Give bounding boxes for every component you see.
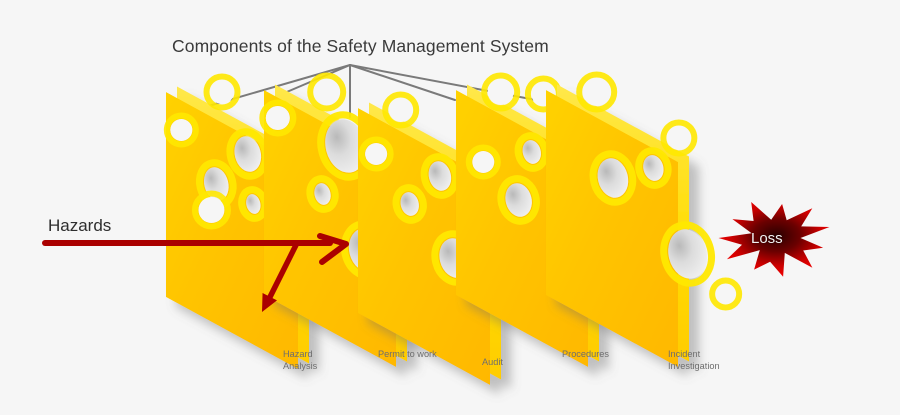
slice-label-hazard-analysis: Hazard Analysis (283, 349, 318, 371)
slice-label-permit-to-work: Permit to work (378, 349, 437, 359)
loss-burst-shape (718, 202, 830, 277)
edge-notch-glow-1 (660, 119, 698, 157)
hole-glow-1 (392, 184, 427, 224)
cheese-hole-0 (234, 136, 262, 172)
edge-notch-glow-0 (382, 91, 420, 129)
edge-notch-glow-1 (191, 190, 231, 230)
edge-notch-0 (170, 119, 193, 141)
edge-notch-1 (313, 79, 340, 105)
cheese-hole-1 (400, 192, 419, 216)
cheese-hole-0 (325, 119, 367, 173)
edge-notch-2 (210, 80, 234, 104)
edge-notch-0 (388, 98, 413, 122)
edge-notch-glow-0 (259, 99, 297, 137)
slice-label-procedures: Procedures (562, 349, 609, 359)
slice-face (546, 90, 678, 367)
edge-notch-0 (582, 78, 611, 106)
loss-starburst (718, 202, 830, 277)
cheese-hole-0 (428, 161, 452, 191)
connector-line-3 (349, 64, 456, 101)
cheese-hole-2 (246, 194, 261, 214)
cheese-hole-2 (668, 229, 708, 279)
hole-glow-1 (635, 147, 672, 189)
edge-notch-2 (472, 151, 495, 173)
edge-notch-glow-0 (163, 112, 199, 148)
edge-notch-1 (198, 197, 225, 223)
edge-notch-glow-0 (481, 72, 521, 112)
cheese-hole-0 (597, 158, 629, 198)
hole-glow-2 (497, 175, 540, 225)
loss-label: Loss (751, 230, 783, 247)
hazards-label: Hazards (48, 216, 112, 235)
edge-notch-glow-2 (709, 277, 743, 311)
cheese-hole-2 (505, 183, 532, 217)
edge-notch-glow-1 (358, 136, 394, 172)
slice-label-audit: Audit (482, 357, 503, 367)
hazard-branch-line (266, 242, 299, 302)
cheese-slice-incident-investigation (546, 71, 743, 367)
edge-notch-glow-2 (465, 144, 501, 180)
cheese-slices (163, 71, 743, 385)
hole-glow-0 (420, 153, 460, 199)
slice-label-incident-investigation: Incident Investigation (668, 349, 720, 371)
cheese-hole-0 (522, 140, 541, 164)
edge-notch-glow-0 (576, 71, 618, 113)
cheese-hole-1 (643, 155, 664, 181)
page-title: Components of the Safety Management Syst… (172, 36, 549, 56)
hole-glow-2 (660, 221, 715, 287)
edge-notch-0 (265, 106, 290, 130)
hole-glow-0 (514, 132, 549, 172)
edge-notch-1 (666, 126, 691, 150)
edge-notch-glow-1 (307, 72, 347, 112)
edge-notch-2 (715, 284, 736, 304)
hole-glow-1 (306, 175, 339, 213)
hazard-arrow-zigzag (317, 233, 349, 265)
hole-glow-0 (589, 150, 637, 206)
hazard-arrow (42, 233, 349, 312)
edge-notch-1 (365, 143, 388, 165)
edge-notch-0 (487, 79, 514, 105)
hazard-branch-arrowhead (262, 293, 277, 312)
edge-notch-glow-2 (203, 73, 241, 111)
cheese-hole-1 (314, 183, 331, 205)
